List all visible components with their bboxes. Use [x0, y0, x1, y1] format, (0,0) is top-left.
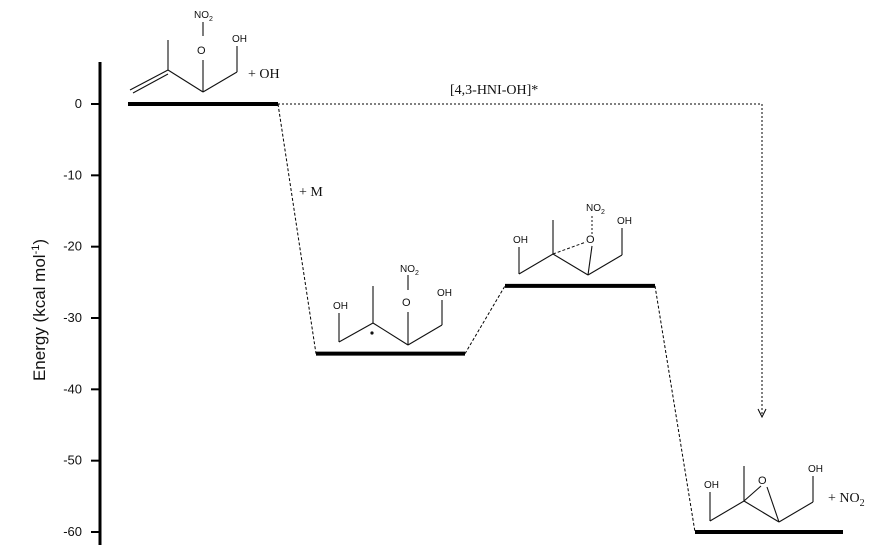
- y-tick-label: -60: [63, 524, 82, 539]
- svg-text:OH: OH: [704, 480, 719, 491]
- svg-text:OH: OH: [617, 216, 632, 227]
- product-species-label: + NO2: [828, 491, 865, 509]
- y-axis-title: Energy (kcal mol-1): [30, 239, 49, 381]
- y-tick-label: -20: [63, 239, 82, 254]
- connector-adduct-ts: [464, 285, 506, 354]
- svg-text:OH: OH: [437, 288, 452, 299]
- connector-reactants-adduct: [277, 103, 317, 354]
- y-tick-label: -40: [63, 381, 82, 396]
- connectors: [277, 103, 767, 533]
- direct-path-label: [4,3-HNI-OH]*: [450, 83, 538, 98]
- y-tick-label: -50: [63, 453, 82, 468]
- svg-text:OH: OH: [808, 464, 823, 475]
- svg-text:OH: OH: [333, 301, 348, 312]
- svg-text:O: O: [197, 45, 206, 57]
- svg-text:O: O: [586, 234, 595, 246]
- reactant-species-label: + OH: [248, 67, 280, 82]
- collision-label: + M: [299, 185, 323, 200]
- svg-text:NO2: NO2: [586, 203, 605, 216]
- svg-text:O: O: [758, 475, 767, 487]
- y-tick-label: 0: [75, 96, 82, 111]
- y-tick-label: -30: [63, 310, 82, 325]
- y-tick-label: -10: [63, 167, 82, 182]
- product-structure: OH O OH: [704, 464, 823, 523]
- arrow-head: [757, 408, 767, 419]
- svg-text:OH: OH: [513, 235, 528, 246]
- svg-text:NO2: NO2: [400, 264, 419, 277]
- svg-text:NO2: NO2: [194, 10, 213, 23]
- svg-text:OH: OH: [232, 34, 247, 45]
- y-axis: 0 -10 -20 -30 -40 -50 -60 Energy (kcal mol-1): [30, 62, 102, 545]
- connector-ts-products: [654, 285, 696, 533]
- energy-levels: [128, 102, 843, 534]
- transition-state-structure: OH O NO2 OH: [513, 203, 632, 276]
- reactant-structure: O NO2 OH: [129, 10, 247, 94]
- svg-text:O: O: [402, 297, 411, 309]
- adduct-structure: OH O NO2 OH: [333, 264, 452, 346]
- direct-path-arrow: [278, 103, 763, 417]
